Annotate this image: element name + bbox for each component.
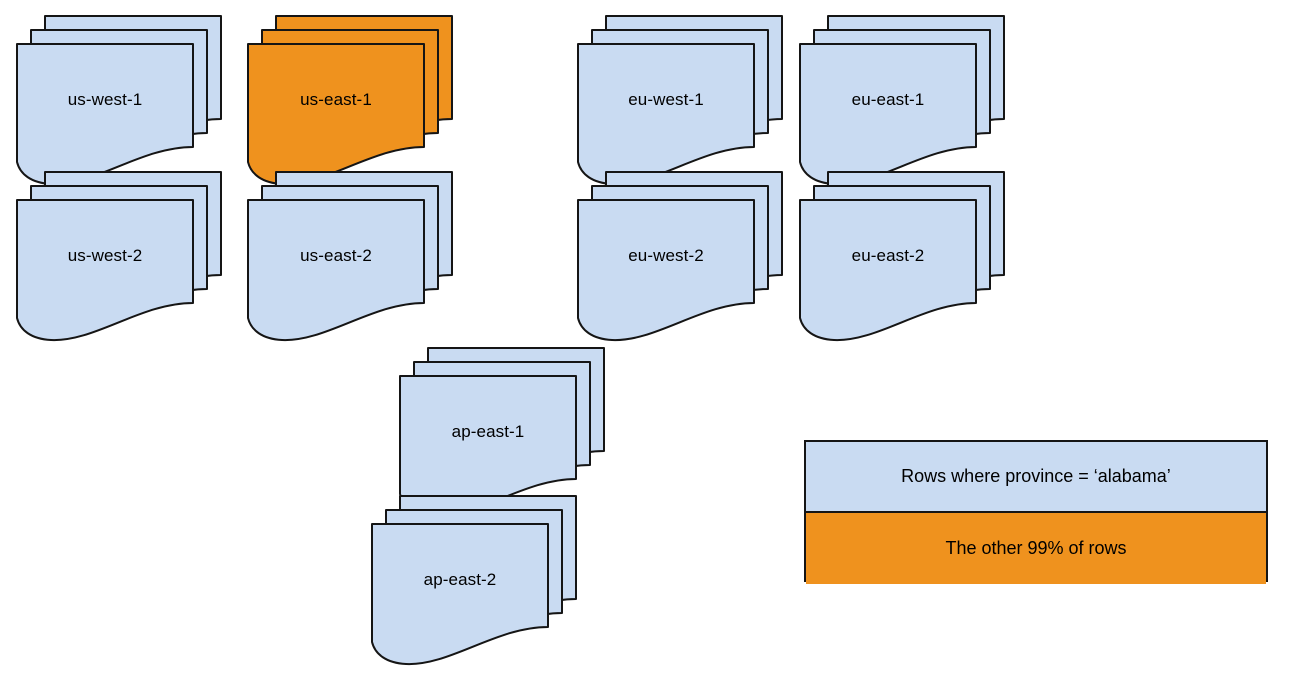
stack-eu-east-1-shape bbox=[799, 15, 1005, 186]
stack-ap-east-2-front-sheet bbox=[371, 523, 549, 666]
stack-eu-west-2-front-sheet bbox=[577, 199, 755, 342]
stack-us-west-1-shape bbox=[16, 15, 222, 186]
stack-ap-east-1-shape bbox=[399, 347, 605, 518]
stack-eu-east-2-shape bbox=[799, 171, 1005, 342]
stack-eu-west-2[interactable]: eu-west-2 bbox=[577, 171, 783, 342]
legend-row-other-rows-label: The other 99% of rows bbox=[945, 538, 1127, 558]
stack-eu-east-2-front-sheet bbox=[799, 199, 977, 342]
stack-eu-west-1-front-sheet bbox=[577, 43, 755, 186]
stack-eu-east-1-front-sheet bbox=[799, 43, 977, 186]
stack-eu-east-1[interactable]: eu-east-1 bbox=[799, 15, 1005, 186]
stack-ap-east-2[interactable]: ap-east-2 bbox=[371, 495, 577, 666]
stack-eu-west-2-shape bbox=[577, 171, 783, 342]
stack-ap-east-1[interactable]: ap-east-1 bbox=[399, 347, 605, 518]
stack-us-east-1-front-sheet bbox=[247, 43, 425, 186]
stack-us-west-1[interactable]: us-west-1 bbox=[16, 15, 222, 186]
stack-eu-west-1-shape bbox=[577, 15, 783, 186]
stack-us-east-1[interactable]: us-east-1 bbox=[247, 15, 453, 186]
stack-us-west-2-front-sheet bbox=[16, 199, 194, 342]
legend: Rows where province = ‘alabama’ The other… bbox=[804, 440, 1268, 584]
stack-eu-east-2[interactable]: eu-east-2 bbox=[799, 171, 1005, 342]
stack-us-west-1-front-sheet bbox=[16, 43, 194, 186]
stack-ap-east-2-shape bbox=[371, 495, 577, 666]
stack-us-west-2[interactable]: us-west-2 bbox=[16, 171, 222, 342]
stack-us-east-2[interactable]: us-east-2 bbox=[247, 171, 453, 342]
stack-us-west-2-shape bbox=[16, 171, 222, 342]
stack-us-east-2-shape bbox=[247, 171, 453, 342]
stack-eu-west-1[interactable]: eu-west-1 bbox=[577, 15, 783, 186]
legend-row-matching-rows: Rows where province = ‘alabama’ bbox=[806, 442, 1266, 513]
legend-row-matching-rows-label: Rows where province = ‘alabama’ bbox=[901, 466, 1171, 486]
stack-us-east-2-front-sheet bbox=[247, 199, 425, 342]
legend-row-other-rows: The other 99% of rows bbox=[806, 513, 1266, 584]
stack-us-east-1-shape bbox=[247, 15, 453, 186]
